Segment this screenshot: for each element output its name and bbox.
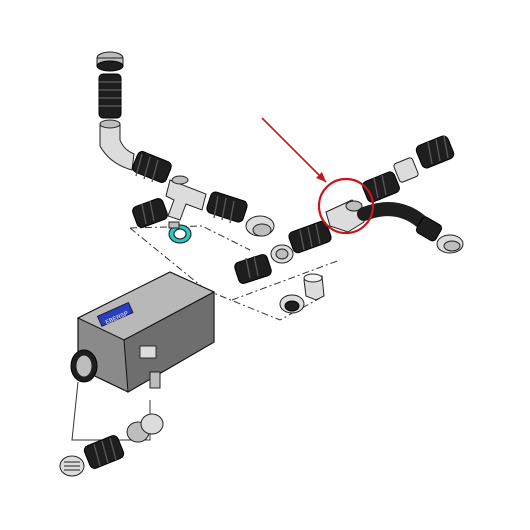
hose-clamp-icon: [168, 221, 192, 244]
intake-grille-bottom: [59, 455, 85, 477]
outlet-nozzle-right: [436, 234, 464, 254]
intake-hose-vertical: [98, 73, 122, 119]
hose-segment-right-upper: [362, 171, 400, 203]
heater-unit: EBERSP: [76, 271, 216, 393]
assembly-guide-lines: [71, 225, 341, 441]
hose-segment-bottom: [83, 435, 125, 469]
hose-segment-middle: [234, 254, 272, 284]
hose-adapter-middle: [270, 244, 294, 264]
coupling-bottom: [126, 413, 164, 443]
hose-end-right-lower: [415, 216, 443, 242]
coupling-right-upper: [393, 157, 419, 183]
hose-segment-to-y-piece: [288, 220, 332, 254]
hose-segment-left-short: [132, 198, 168, 228]
outlet-nozzle-lower: [279, 294, 305, 314]
hose-end-right-upper: [415, 135, 455, 169]
highlight-marker: [261, 117, 375, 235]
heater-exhaust-port: [149, 371, 161, 389]
hose-segment-upper-left: [132, 151, 172, 183]
y-piece-connector[interactable]: [325, 199, 365, 233]
elbow-outlet-small: [303, 273, 325, 301]
air-intake-cap: [96, 51, 124, 72]
heater-air-intake-port: [70, 349, 98, 383]
elbow-pipe-top-left: [99, 119, 135, 171]
outlet-nozzle-upper: [245, 215, 275, 237]
hose-segment-center-upper: [206, 191, 248, 224]
t-piece-connector: [165, 175, 207, 221]
